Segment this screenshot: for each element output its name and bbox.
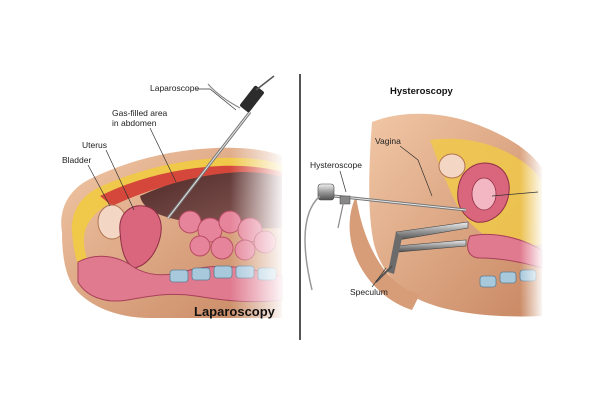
label-hysteroscope: Hysteroscope	[310, 160, 362, 170]
label-gas-filled-area-line1: Gas-filled area	[112, 108, 168, 118]
laparoscope-instrument	[166, 75, 275, 219]
bladder-right	[438, 153, 466, 179]
title-laparoscopy: Laparoscopy	[194, 304, 276, 319]
leader-uterus-right	[491, 191, 539, 197]
thigh	[349, 196, 420, 310]
label-speculum: Speculum	[350, 287, 388, 297]
label-vagina: Vagina	[375, 136, 401, 146]
hysteroscopy-panel: Hysteroscopy Vagina Hysteroscope Speculu…	[304, 86, 544, 320]
label-gas-filled-area-line2: in abdomen	[112, 118, 157, 128]
speculum-instrument	[375, 221, 469, 283]
uterine-cavity	[471, 177, 497, 211]
title-hysteroscopy: Hysteroscopy	[390, 86, 454, 97]
label-laparoscope: Laparoscope	[150, 83, 199, 93]
label-uterus: Uterus	[82, 140, 107, 150]
hysteroscope-instrument	[304, 183, 467, 291]
laparoscopy-panel: Laparoscope Gas-filled area in abdomen U…	[61, 75, 286, 325]
label-bladder: Bladder	[62, 155, 91, 165]
